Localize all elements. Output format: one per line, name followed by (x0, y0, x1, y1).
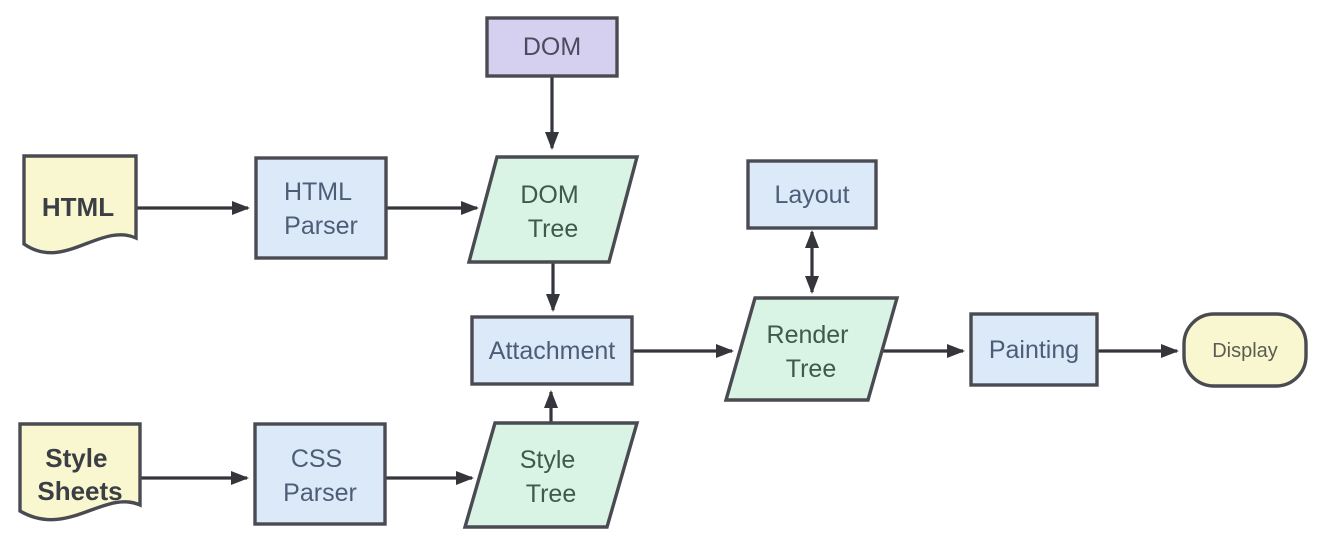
node-attachment: Attachment (470, 315, 634, 386)
dom-label: DOM (523, 33, 581, 61)
node-style-tree: Style Tree (462, 421, 640, 529)
node-dom: DOM (485, 16, 619, 78)
attachment-box (470, 315, 634, 386)
html-parser-box (254, 156, 388, 260)
node-style-sheets-document: Style Sheets (18, 422, 142, 522)
css-parser-box (253, 422, 387, 526)
node-dom-tree: DOM Tree (466, 155, 640, 264)
dom-box (485, 16, 619, 78)
render-tree-shape (723, 296, 900, 402)
css-parser-label: CSS Parser (283, 445, 357, 507)
html-document-shape (22, 154, 138, 255)
render-tree-label: Render Tree (767, 321, 856, 383)
painting-label: Painting (989, 336, 1079, 364)
node-painting: Painting (969, 312, 1099, 387)
node-display: Display (1182, 312, 1308, 388)
display-shape (1182, 312, 1308, 388)
painting-box (969, 312, 1099, 387)
style-tree-label: Style Tree (520, 446, 583, 508)
layout-label: Layout (774, 181, 849, 209)
style-sheets-label: Style Sheets (37, 443, 122, 506)
attachment-label: Attachment (489, 337, 616, 365)
style-sheets-document-shape (18, 422, 142, 522)
node-layout: Layout (746, 159, 878, 230)
html-document-label: HTML (42, 192, 114, 222)
html-parser-label: HTML Parser (284, 178, 358, 240)
node-css-parser: CSS Parser (253, 422, 387, 526)
display-label: Display (1212, 340, 1278, 362)
dom-tree-label: DOM Tree (520, 181, 585, 243)
style-tree-shape (462, 421, 640, 529)
node-html-parser: HTML Parser (254, 156, 388, 260)
layout-box (746, 159, 878, 230)
node-render-tree: Render Tree (723, 296, 900, 402)
dom-tree-shape (466, 155, 640, 264)
node-html-document: HTML (22, 154, 138, 255)
